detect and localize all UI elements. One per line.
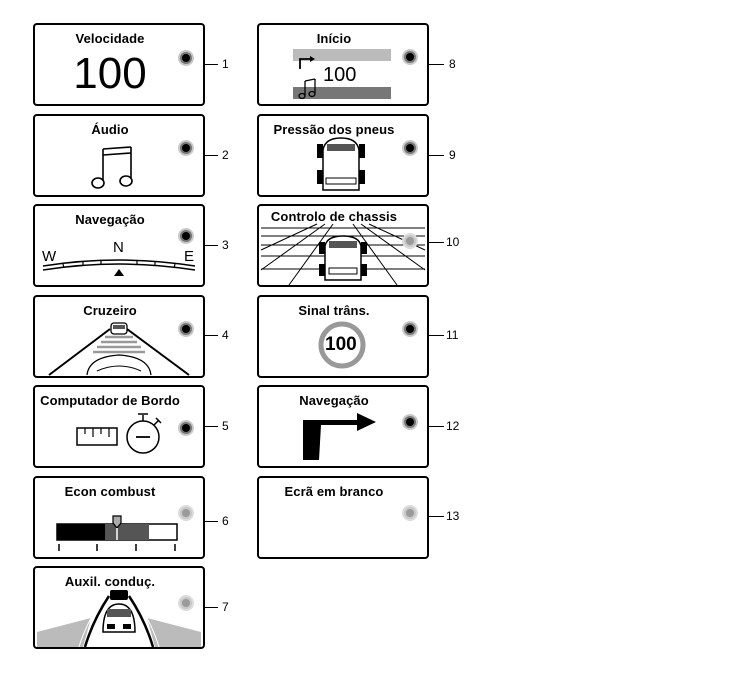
callout-number: 10 bbox=[446, 235, 460, 249]
leader-line bbox=[205, 521, 218, 522]
leader-line bbox=[429, 242, 444, 243]
callout-number: 6 bbox=[222, 514, 229, 528]
fuel-economy-gauge-icon bbox=[56, 515, 178, 551]
callout-number: 12 bbox=[446, 419, 460, 433]
indicator-dot bbox=[178, 595, 194, 611]
panel-title: Auxil. conduç. bbox=[64, 574, 156, 589]
callout-number: 8 bbox=[449, 57, 456, 71]
leader-line bbox=[429, 155, 444, 156]
callout-number: 7 bbox=[222, 600, 229, 614]
compass-north-label: N bbox=[113, 239, 124, 256]
leader-line bbox=[205, 64, 218, 65]
panel-title: Áudio bbox=[91, 122, 129, 137]
callout-number: 2 bbox=[222, 148, 229, 162]
audio-volume-value: 100 bbox=[323, 64, 357, 86]
panel-title: Sinal trâns. bbox=[298, 303, 370, 318]
indicator-dot bbox=[178, 321, 194, 337]
compass-west-label: W bbox=[42, 248, 57, 265]
callout-number: 13 bbox=[446, 509, 460, 523]
panel-audio: Áudio bbox=[33, 114, 205, 197]
leader-line bbox=[429, 516, 444, 517]
panel-title: Controlo de chassis bbox=[270, 209, 398, 224]
panel-cruzeiro: Cruzeiro bbox=[33, 295, 205, 378]
panel-computador-de-bordo: Computador de Bordo bbox=[33, 385, 205, 468]
compass-icon bbox=[42, 259, 196, 276]
cruise-car-icon bbox=[48, 322, 190, 376]
chassis-control-icon bbox=[260, 223, 426, 286]
indicator-dot bbox=[178, 228, 194, 244]
callout-number: 1 bbox=[222, 57, 229, 71]
panel-controlo-de-chassis: Controlo de chassis bbox=[257, 204, 429, 287]
panel-title: Computador de Bordo bbox=[40, 393, 180, 408]
panel-title: Navegação bbox=[299, 393, 369, 408]
speed-limit-value: 100 bbox=[325, 334, 357, 355]
home-summary-icon bbox=[293, 49, 391, 100]
panel-title: Navegação bbox=[75, 212, 145, 227]
panel-navegacao-compass: Navegação W N E bbox=[33, 204, 205, 287]
callout-number: 9 bbox=[449, 148, 456, 162]
leader-line bbox=[205, 426, 218, 427]
panel-sinal-trans: Sinal trâns. 100 bbox=[257, 295, 429, 378]
indicator-dot bbox=[402, 233, 418, 249]
tyre-pressure-car-icon bbox=[317, 137, 365, 191]
leader-line bbox=[205, 245, 218, 246]
leader-line bbox=[205, 335, 218, 336]
turn-arrow-icon bbox=[303, 413, 376, 460]
panel-auxil-conduc: Auxil. conduç. bbox=[33, 566, 205, 649]
callout-number: 5 bbox=[222, 419, 229, 433]
indicator-dot bbox=[402, 505, 418, 521]
panel-ecra-em-branco: Ecrã em branco bbox=[257, 476, 429, 559]
callout-number: 4 bbox=[222, 328, 229, 342]
indicator-dot bbox=[178, 420, 194, 436]
callout-number: 3 bbox=[222, 238, 229, 252]
panel-navegacao-turn: Navegação bbox=[257, 385, 429, 468]
indicator-dot bbox=[178, 50, 194, 66]
indicator-dot bbox=[178, 505, 194, 521]
speed-value: 100 bbox=[73, 49, 147, 98]
leader-line bbox=[205, 155, 218, 156]
driver-assist-icon bbox=[37, 590, 201, 648]
panel-velocidade: Velocidade 100 bbox=[33, 23, 205, 106]
callout-number: 11 bbox=[446, 328, 459, 342]
panel-inicio: Início 100 bbox=[257, 23, 429, 106]
leader-line bbox=[429, 64, 444, 65]
music-note-icon bbox=[91, 146, 133, 189]
panel-title: Cruzeiro bbox=[83, 303, 137, 318]
panel-title: Ecrã em branco bbox=[284, 484, 384, 499]
panel-title: Velocidade bbox=[75, 31, 145, 46]
leader-line bbox=[205, 607, 218, 608]
indicator-dot bbox=[178, 140, 194, 156]
panel-title: Início bbox=[316, 31, 352, 46]
compass-east-label: E bbox=[184, 248, 195, 265]
panel-econ-combust: Econ combust bbox=[33, 476, 205, 559]
indicator-dot bbox=[402, 414, 418, 430]
panel-pressao-dos-pneus: Pressão dos pneus bbox=[257, 114, 429, 197]
panel-title: Econ combust bbox=[64, 484, 156, 499]
leader-line bbox=[429, 335, 444, 336]
indicator-dot bbox=[402, 321, 418, 337]
indicator-dot bbox=[402, 140, 418, 156]
indicator-dot bbox=[402, 49, 418, 65]
trip-computer-icon bbox=[76, 413, 162, 454]
leader-line bbox=[429, 426, 444, 427]
speed-limit-sign-icon bbox=[318, 321, 366, 369]
panel-title: Pressão dos pneus bbox=[273, 122, 395, 137]
